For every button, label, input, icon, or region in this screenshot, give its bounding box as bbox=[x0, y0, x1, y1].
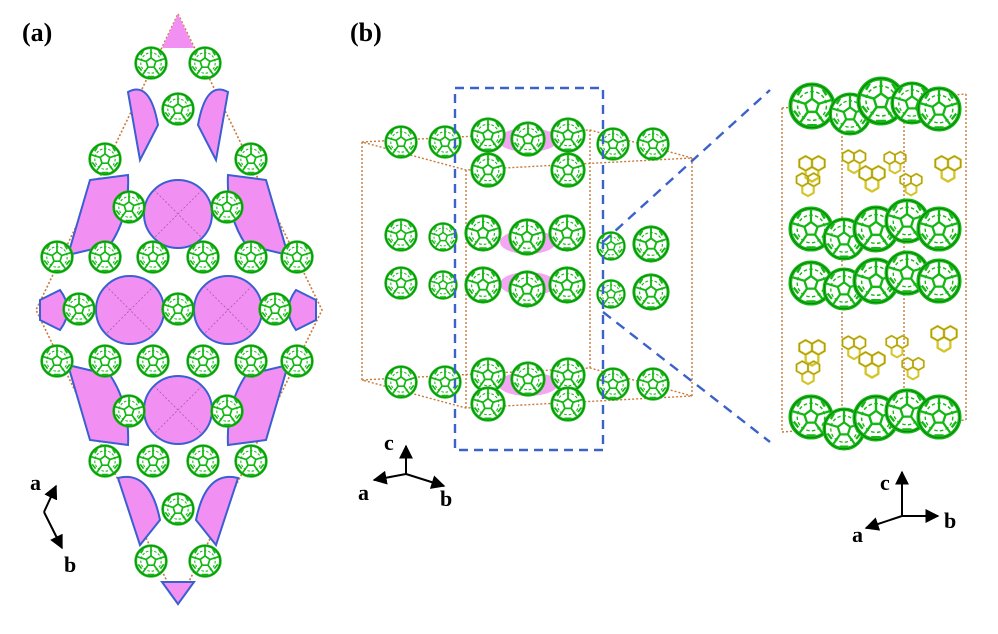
axis-b-label: b bbox=[64, 552, 76, 577]
panel-b: c a b bbox=[358, 86, 771, 511]
zoom-line-bottom bbox=[602, 311, 771, 443]
axis-b-label: b bbox=[440, 486, 452, 511]
axis-a-label: a bbox=[852, 522, 863, 547]
inset-fullerenes bbox=[788, 79, 962, 451]
axes-a: a b bbox=[30, 470, 76, 577]
axis-c-label: c bbox=[384, 430, 394, 455]
zoom-line-top bbox=[602, 89, 771, 243]
fullerene-array-b bbox=[384, 119, 670, 422]
axes-b: c a b bbox=[358, 430, 452, 511]
panel-a-label: (a) bbox=[22, 18, 53, 47]
axis-b-label: b bbox=[944, 508, 956, 533]
axis-a-label: a bbox=[358, 480, 369, 505]
panel-b-label: (b) bbox=[350, 18, 382, 47]
fullerene-array-a bbox=[40, 46, 314, 578]
pore-regions bbox=[39, 14, 317, 606]
panel-a: a b bbox=[30, 12, 323, 606]
axes-inset: c a b bbox=[852, 470, 956, 547]
pores-b bbox=[498, 128, 558, 396]
pore-diagonals bbox=[105, 189, 253, 435]
inset-zoom: c a b bbox=[781, 79, 967, 547]
axis-a-label: a bbox=[30, 470, 41, 495]
axis-c-label: c bbox=[880, 470, 890, 495]
